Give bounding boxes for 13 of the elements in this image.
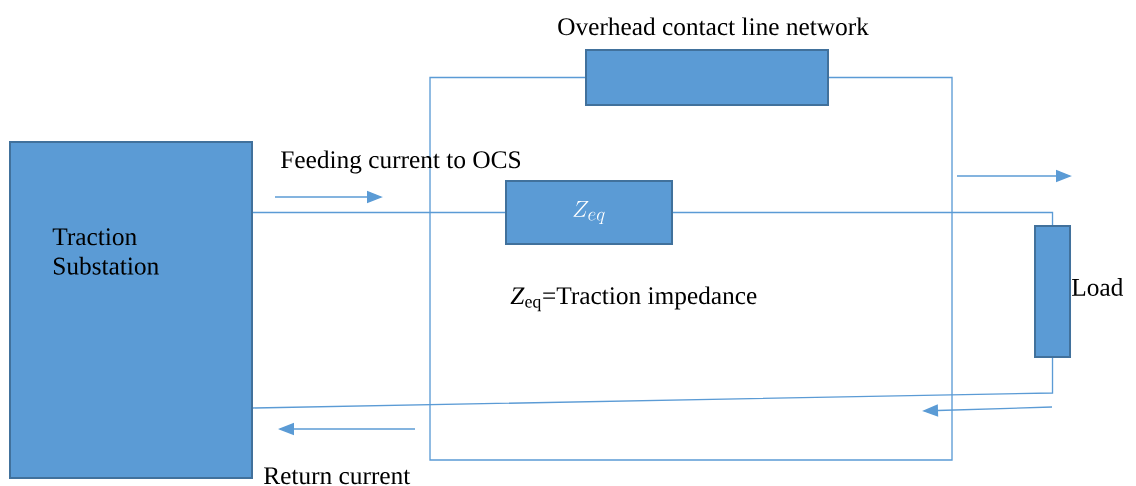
wire — [429, 76, 953, 461]
wire — [252, 357, 1054, 409]
node-label: Load — [1072, 278, 1124, 296]
substation-box: Traction Substation — [9, 141, 253, 479]
wire — [252, 211, 506, 214]
definition-text: Z$_{eq}$=Traction impedance — [510, 286, 757, 312]
annotation: Return current — [264, 467, 411, 485]
wire — [672, 211, 1054, 226]
impedance-box: $Z_{eq}$ — [505, 180, 673, 245]
node-label: Overhead contact line network — [558, 17, 869, 36]
network-box: Overhead contact line network — [558, 17, 869, 106]
annotation: Feeding current to OCS — [281, 150, 521, 174]
load-box: Load — [1034, 225, 1124, 358]
